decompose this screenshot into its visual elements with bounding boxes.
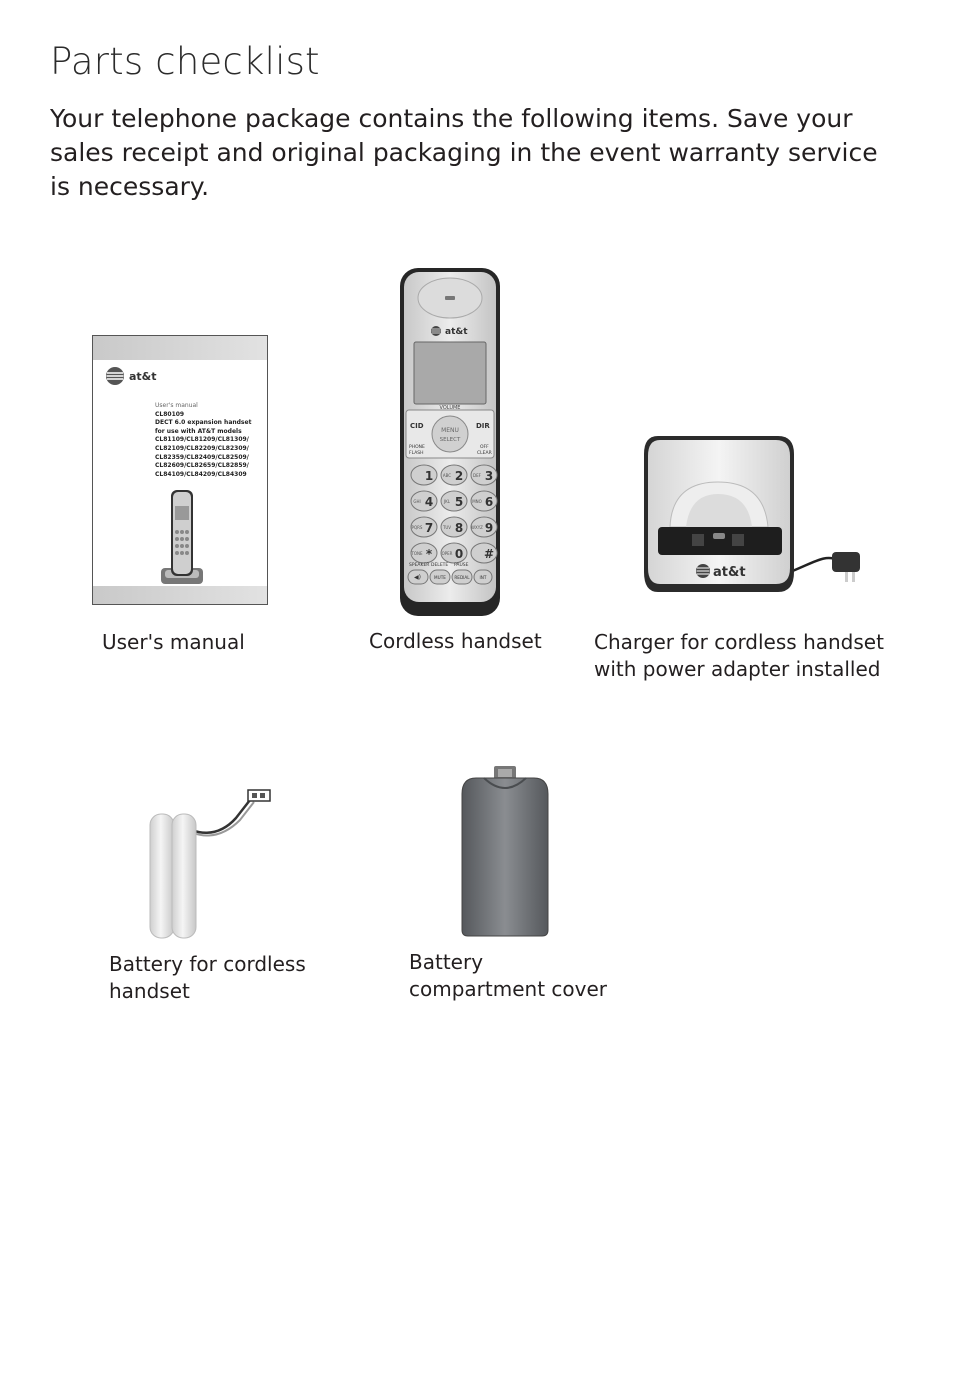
keypad-key-digit: 5 bbox=[455, 495, 463, 509]
caption-line: Battery for cordless bbox=[109, 952, 306, 976]
charger-image: at&t bbox=[644, 436, 860, 592]
manual-line: CL84109/CL84209/CL84309 bbox=[155, 470, 247, 478]
keypad-key-letters: TONE bbox=[410, 551, 423, 556]
keypad-key-letters: JKL bbox=[443, 499, 451, 504]
manual-band-top bbox=[93, 336, 267, 360]
manual-line: CL82109/CL82209/CL82309/ bbox=[155, 444, 249, 452]
caption-line: Battery bbox=[409, 950, 484, 974]
redial-key-label: REDIAL bbox=[454, 575, 470, 580]
keypad-key: 5 JKL bbox=[440, 490, 468, 512]
mute-key-label: MUTE bbox=[434, 575, 446, 580]
manual-cover-text: User's manual CL80109 DECT 6.0 expansion… bbox=[155, 402, 251, 479]
keypad-key-digit: 7 bbox=[425, 521, 433, 535]
keypad-key-letters: PQRS bbox=[412, 525, 423, 530]
manual-phone-thumbnail bbox=[161, 490, 203, 584]
speaker-key-icon: ◀) bbox=[414, 574, 421, 581]
keypad-key: 8 TUV bbox=[440, 516, 468, 538]
manual-line: for use with AT&T models bbox=[155, 427, 242, 435]
caption-line: Charger for cordless handset bbox=[594, 630, 884, 654]
clear-key-label: CLEAR bbox=[477, 450, 492, 456]
keypad-key-digit: 1 bbox=[425, 469, 433, 483]
users-manual-image: at&t User's manual CL80109 DECT 6.0 expa… bbox=[92, 335, 268, 605]
pause-label: PAUSE bbox=[454, 562, 469, 568]
caption-line: with power adapter installed bbox=[594, 657, 881, 681]
manual-logo-text: at&t bbox=[129, 369, 157, 383]
keypad-key-letters: TUV bbox=[442, 525, 451, 530]
keypad-key-digit: 3 bbox=[485, 469, 493, 483]
caption-line: User's manual bbox=[102, 630, 245, 654]
keypad-key-letters: GHI bbox=[413, 499, 420, 504]
keypad-key: # bbox=[470, 542, 498, 564]
keypad-key-letters: WXYZ bbox=[471, 525, 483, 530]
page-title: Parts checklist bbox=[50, 40, 320, 83]
flash-key-label: FLASH bbox=[409, 450, 424, 456]
caption-line: handset bbox=[109, 979, 190, 1003]
caption-users-manual: User's manual bbox=[102, 629, 245, 656]
keypad-key-letters: ABC bbox=[443, 473, 451, 478]
keypad-key-letters: MNO bbox=[472, 499, 482, 504]
keypad-key-digit: 8 bbox=[455, 521, 463, 535]
manual-model: CL80109 bbox=[155, 410, 185, 418]
keypad-key: 1 bbox=[410, 464, 438, 486]
keypad-key-digit: 2 bbox=[455, 469, 463, 483]
keypad-key-digit: 4 bbox=[425, 495, 433, 509]
keypad-key-digit: 9 bbox=[485, 521, 493, 535]
battery-image bbox=[149, 789, 271, 939]
caption-charger: Charger for cordless handset with power … bbox=[594, 629, 884, 683]
delete-label: DELETE bbox=[431, 562, 448, 568]
keypad-key-digit: 0 bbox=[455, 547, 463, 561]
manual-line: CL82359/CL82409/CL82509/ bbox=[155, 453, 249, 461]
battery-cover-image bbox=[461, 766, 549, 937]
speaker-label: SPEAKER bbox=[409, 562, 429, 568]
dir-key-label: DIR bbox=[476, 422, 490, 430]
keypad-key-digit: 6 bbox=[485, 495, 493, 509]
intercom-key-label: INT bbox=[480, 575, 487, 580]
bottom-keys bbox=[407, 569, 493, 585]
keypad-key-digit: * bbox=[426, 547, 433, 561]
keypad-key: *TONE bbox=[410, 542, 438, 564]
manual-line: CL81109/CL81209/CL81309/ bbox=[155, 436, 249, 444]
off-key-label: OFF bbox=[480, 444, 489, 450]
manual-label: User's manual bbox=[155, 402, 198, 409]
keypad-key-letters: DEF bbox=[473, 473, 482, 478]
keypad-key: 4 GHI bbox=[410, 490, 438, 512]
manual-band-bottom bbox=[93, 586, 267, 604]
intro-paragraph: Your telephone package contains the foll… bbox=[50, 104, 878, 201]
cordless-handset-image: at&t VOLUME MENU SELECT CID DIR PHONE FL… bbox=[400, 268, 500, 616]
cid-key-label: CID bbox=[410, 422, 424, 430]
keypad-key-letters: OPER bbox=[442, 551, 453, 556]
charger-logo: at&t bbox=[713, 565, 746, 580]
caption-battery: Battery for cordless handset bbox=[109, 951, 306, 1005]
menu-key-label: MENU bbox=[441, 427, 459, 434]
select-key-label: SELECT bbox=[440, 437, 461, 443]
att-globe-icon bbox=[106, 367, 124, 385]
caption-battery-cover: Battery compartment cover bbox=[409, 949, 607, 1003]
caption-line: Cordless handset bbox=[369, 629, 542, 653]
handset-logo: at&t bbox=[445, 327, 468, 337]
caption-cordless-handset: Cordless handset bbox=[369, 628, 542, 655]
manual-line: DECT 6.0 expansion handset bbox=[155, 419, 252, 427]
manual-logo: at&t bbox=[105, 366, 157, 386]
keypad-key: 2 ABC bbox=[440, 464, 468, 486]
volume-label: VOLUME bbox=[440, 405, 461, 411]
keypad-key-digit: # bbox=[484, 547, 494, 561]
phone-key-label: PHONE bbox=[409, 444, 425, 450]
manual-line: CL82609/CL82659/CL82859/ bbox=[155, 462, 249, 470]
caption-line: compartment cover bbox=[409, 977, 607, 1001]
